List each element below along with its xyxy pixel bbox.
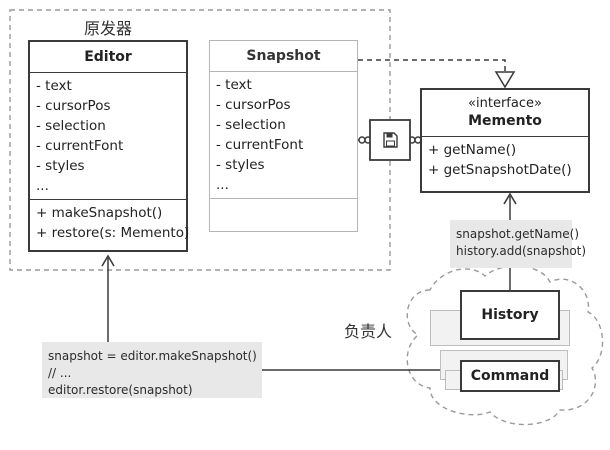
history-title: History bbox=[481, 307, 539, 323]
memento-method: + getSnapshotDate() bbox=[428, 162, 572, 178]
editor-field: ... bbox=[36, 178, 49, 194]
command-note: snapshot = editor.makeSnapshot() // ... … bbox=[42, 342, 262, 398]
originator-label: 原发器 bbox=[84, 19, 133, 38]
editor-field: - styles bbox=[36, 158, 85, 174]
command-class: Command bbox=[460, 360, 560, 392]
snapshot-title: Snapshot bbox=[246, 48, 321, 64]
editor-methods: + makeSnapshot() + restore(s: Memento) bbox=[30, 200, 190, 246]
memento-title: Memento bbox=[468, 113, 542, 129]
floppy-disk-icon bbox=[383, 132, 398, 148]
realization-line bbox=[358, 59, 506, 72]
editor-method: + restore(s: Memento) bbox=[36, 225, 190, 241]
memento-methods: + getName() + getSnapshotDate() bbox=[422, 137, 588, 183]
editor-method: + makeSnapshot() bbox=[36, 205, 163, 221]
editor-title: Editor bbox=[84, 49, 132, 65]
memento-method: + getName() bbox=[428, 142, 517, 158]
memento-stereotype: «interface» bbox=[468, 96, 542, 111]
snapshot-field: - styles bbox=[216, 157, 265, 173]
history-note-line: history.add(snapshot) bbox=[456, 244, 587, 258]
command-note-line: // ... bbox=[48, 366, 72, 380]
realization-arrowhead bbox=[494, 71, 516, 89]
snapshot-field: - selection bbox=[216, 117, 286, 133]
history-class: History bbox=[460, 290, 560, 340]
snapshot-field: - currentFont bbox=[216, 137, 304, 153]
command-title: Command bbox=[470, 368, 550, 384]
history-note: snapshot.getName() history.add(snapshot) bbox=[450, 220, 587, 268]
command-note-line: snapshot = editor.makeSnapshot() bbox=[48, 349, 257, 363]
snapshot-fields: - text - cursorPos - selection - current… bbox=[210, 72, 357, 198]
editor-field: - text bbox=[36, 78, 72, 94]
originator-boundary bbox=[9, 9, 391, 271]
caretaker-label: 负责人 bbox=[344, 322, 393, 341]
command-to-editor-arrowhead bbox=[101, 254, 115, 267]
memento-interface: «interface» Memento + getName() + getSna… bbox=[420, 88, 590, 193]
editor-class: Editor - text - cursorPos - selection - … bbox=[28, 40, 190, 252]
snapshot-field: ... bbox=[216, 177, 229, 193]
snapshot-class: Snapshot - text - cursorPos - selection … bbox=[209, 40, 358, 232]
editor-field: - currentFont bbox=[36, 138, 124, 154]
editor-fields: - text - cursorPos - selection - current… bbox=[30, 73, 186, 199]
nest-dot-left-1 bbox=[358, 136, 366, 144]
snapshot-field: - text bbox=[216, 77, 252, 93]
editor-field: - cursorPos bbox=[36, 98, 111, 114]
editor-field: - selection bbox=[36, 118, 106, 134]
command-note-line: editor.restore(snapshot) bbox=[48, 383, 193, 397]
history-note-line: snapshot.getName() bbox=[456, 227, 580, 241]
history-to-memento-arrowhead bbox=[503, 192, 517, 205]
snapshot-field: - cursorPos bbox=[216, 97, 291, 113]
